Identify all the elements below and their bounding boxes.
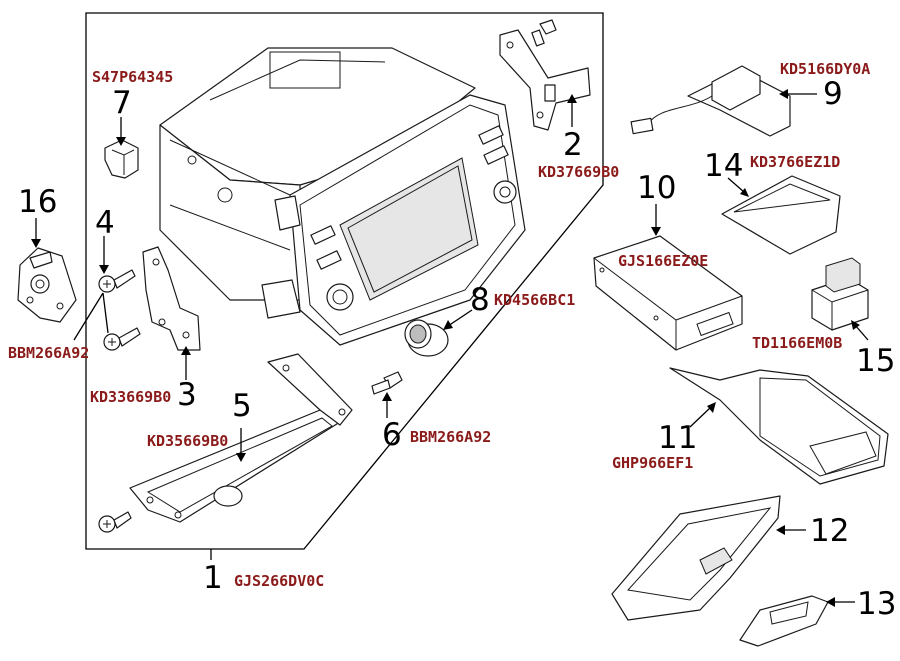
part-number-7: S47P64345: [92, 68, 173, 86]
callout-3-number: 3: [177, 377, 197, 413]
part-number-8: KD4566BC1: [494, 291, 575, 309]
part-number-4: BBM266A92: [8, 344, 89, 362]
callout-15-number: 15: [856, 343, 895, 379]
bottom-bracket-drawing: [98, 353, 353, 533]
part-number-11: GHP966EF1: [612, 454, 693, 472]
callout-10-number: 10: [637, 170, 676, 206]
part-number-14: KD3766EZ1D: [750, 153, 840, 171]
knob-drawing: [404, 319, 449, 357]
lower-bracket-drawing: [669, 367, 889, 485]
trim-bracket-drawing: [611, 495, 781, 621]
part-number-1: GJS266DV0C: [234, 572, 324, 590]
head-unit-drawing: [159, 47, 526, 346]
callout-6-number: 6: [382, 417, 402, 453]
small-bracket-drawing: [739, 595, 829, 647]
part-number-6: BBM266A92: [410, 428, 491, 446]
callout-16-number: 16: [18, 184, 57, 220]
part-number-9: KD5166DY0A: [780, 60, 870, 78]
callout-4-number: 4: [95, 205, 115, 241]
callout-5-number: 5: [232, 388, 252, 424]
callout-13-number: 13: [857, 586, 896, 622]
clip-drawing: [104, 139, 139, 179]
screws-drawing: [98, 269, 141, 351]
callout-11-number: 11: [658, 420, 697, 456]
callout-12-number: 12: [810, 513, 849, 549]
part-number-2: KD37669B0: [538, 163, 619, 181]
relay-drawing: [811, 257, 869, 331]
module-box-drawing: [593, 235, 743, 351]
callout-14-number: 14: [704, 148, 743, 184]
part-number-3: KD33669B0: [90, 388, 171, 406]
callout-8-number: 8: [470, 282, 490, 318]
assembly-outline: [85, 12, 604, 550]
part-number-10: GJS166EZ0E: [618, 252, 708, 270]
callout-1-number: 1: [203, 560, 223, 596]
bracket-right-drawing: [499, 19, 591, 131]
bracket-3-drawing: [142, 246, 201, 351]
clip-screw-drawing: [371, 371, 403, 395]
bracket-left-drawing: [17, 247, 77, 323]
part-number-15: TD1166EM0B: [752, 334, 842, 352]
leader-lines: [31, 89, 869, 607]
sd-card-drawing: [721, 175, 841, 255]
callout-7-number: 7: [112, 85, 132, 121]
part-number-5: KD35669B0: [147, 432, 228, 450]
antenna-module-drawing: [630, 65, 791, 137]
callout-9-number: 9: [823, 76, 843, 112]
callout-2-number: 2: [563, 127, 583, 163]
